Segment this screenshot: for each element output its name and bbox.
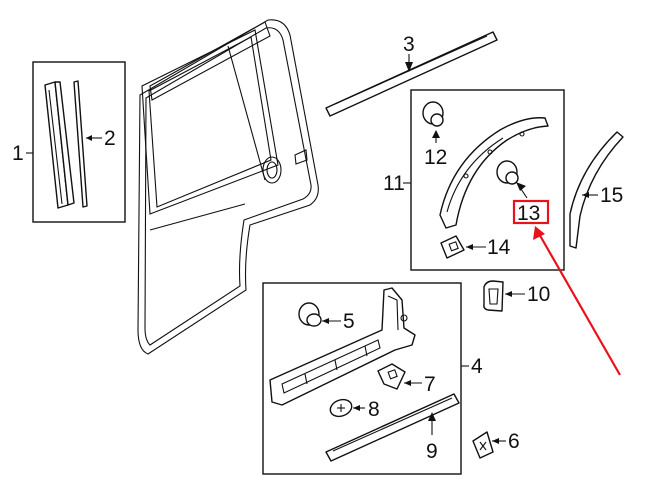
- callout-12: 12: [424, 146, 447, 169]
- callout-14: 14: [487, 236, 511, 259]
- callout-5: 5: [343, 310, 355, 333]
- highlight-arrow: [533, 226, 621, 376]
- callout-4: 4: [471, 355, 483, 378]
- lower-molding-part: [269, 287, 416, 406]
- arch-extension-part: [569, 131, 624, 249]
- rocker-strip-part: [325, 393, 460, 462]
- plug-8-part: [329, 398, 365, 418]
- callout-2: 2: [104, 127, 116, 150]
- callout-6: 6: [508, 430, 520, 453]
- clip-6-part: [472, 431, 506, 459]
- roof-molding-part: [325, 31, 498, 117]
- callout-1: 1: [12, 142, 24, 165]
- wheel-arch-molding-part: [439, 117, 549, 229]
- callout-13: 13: [517, 202, 540, 225]
- belt-molding-part: [44, 81, 75, 209]
- callout-7: 7: [424, 373, 436, 396]
- clip-14-part: [440, 235, 486, 259]
- highlight-box-13: [512, 199, 550, 225]
- callout-11: 11: [383, 172, 405, 195]
- callout-8: 8: [368, 398, 380, 421]
- cover-10-part: [483, 280, 525, 312]
- clip-13-part: [496, 160, 528, 199]
- group-box-1: [32, 61, 126, 223]
- group-box-11: [410, 89, 565, 271]
- callout-9: 9: [426, 440, 438, 463]
- clip-5-part: [298, 302, 341, 327]
- seal-strip-part: [73, 80, 88, 208]
- callout-15: 15: [600, 184, 623, 207]
- clip-7-part: [377, 363, 422, 390]
- callout-3: 3: [403, 33, 415, 56]
- rear-door: [137, 19, 319, 355]
- callout-10: 10: [527, 283, 550, 306]
- group-box-4: [262, 282, 462, 475]
- clip-12-part: [422, 101, 444, 143]
